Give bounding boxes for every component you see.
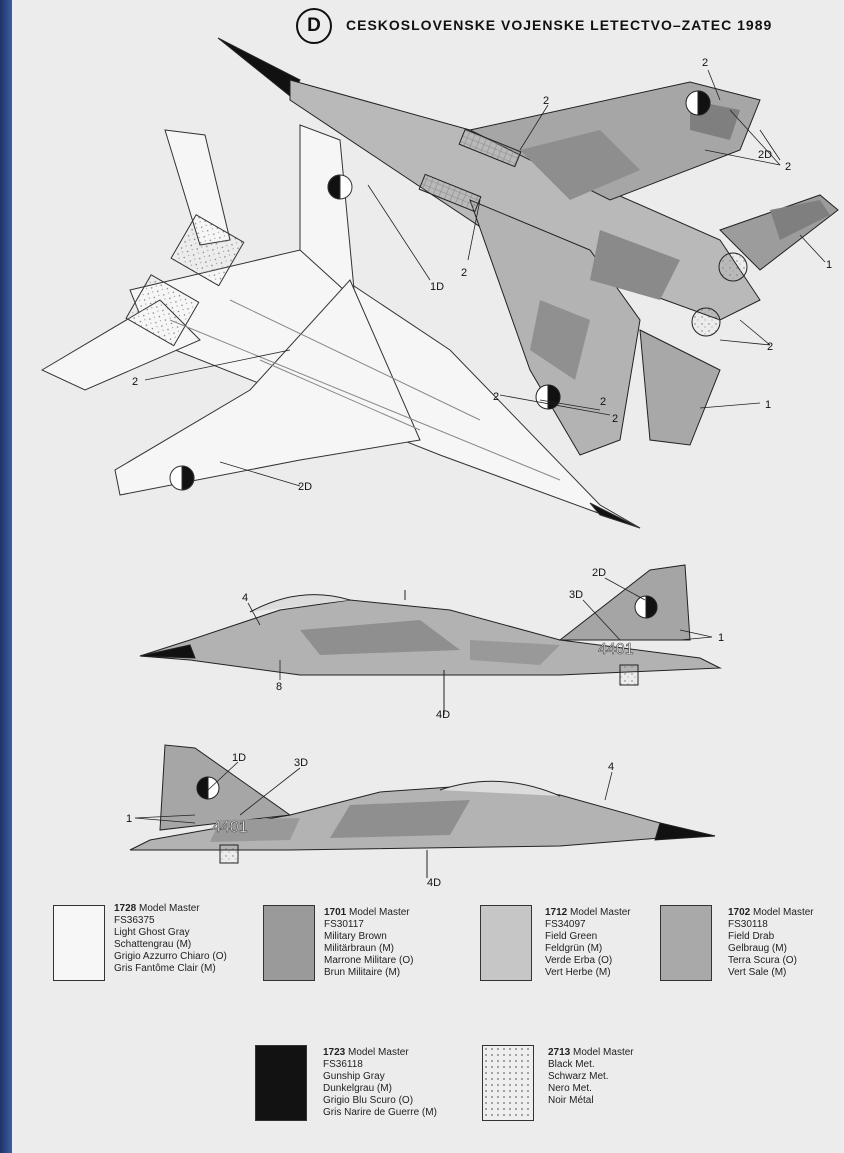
callout-label: 4 (242, 592, 248, 604)
sheet-header: D CESKOSLOVENSKE VOJENSKE LETECTVO–ZATEC… (296, 8, 816, 48)
callout-label: 2D (758, 149, 772, 161)
callout-label: 1D (430, 281, 444, 293)
legend-item: 1723 Model Master FS36118 Gunship Gray D… (323, 1047, 437, 1118)
top-leader-lines (144, 69, 826, 487)
callout-label: 1D (232, 752, 246, 764)
callout-label: 2 (132, 376, 138, 388)
legend-item: 1712 Model Master FS34097 Field Green Fe… (545, 907, 631, 978)
callout-label: 2 (612, 413, 618, 425)
side-view-left-aircraft (139, 564, 722, 715)
swatch-gunship-gray (255, 1045, 307, 1121)
swatch-black-metallic (482, 1045, 534, 1121)
callout-label: 8 (276, 681, 282, 693)
callout-label: 1 (826, 259, 832, 271)
callout-label: 2 (702, 57, 708, 69)
callout-label: 4D (436, 709, 450, 721)
callout-label: 4D (427, 877, 441, 889)
bottom-view-aircraft (40, 124, 641, 529)
tail-number: 4401 (212, 819, 248, 836)
top-callouts: 2 2 2D 2 1 2 1D 2 2 2 2 1 2 2D (132, 57, 832, 493)
legend-item: 1701 Model Master FS30117 Military Brown… (324, 907, 414, 978)
top-view-aircraft (217, 37, 839, 456)
scheme-badge: D (296, 8, 332, 44)
swatch-field-green (480, 905, 532, 981)
page-left-border (0, 0, 12, 1153)
callout-label: 2 (785, 161, 791, 173)
swatch-light-ghost-gray (53, 905, 105, 981)
scheme-title: CESKOSLOVENSKE VOJENSKE LETECTVO–ZATEC 1… (346, 17, 773, 33)
callout-label: 2 (767, 341, 773, 353)
legend-item: 2713 Model Master Black Met. Schwarz Met… (548, 1047, 634, 1106)
callout-label: 2 (461, 267, 467, 279)
tail-number: 4401 (598, 641, 634, 658)
callout-label: 2D (298, 481, 312, 493)
callout-label: 2 (493, 391, 499, 403)
callout-label: 4 (608, 761, 614, 773)
callout-label: 3D (569, 589, 583, 601)
callout-label: 3D (294, 757, 308, 769)
legend-item: 1702 Model Master FS30118 Field Drab Gel… (728, 907, 814, 978)
side-leader-lines (134, 577, 713, 824)
swatch-military-brown (263, 905, 315, 981)
callout-label: 2 (543, 95, 549, 107)
callout-label: 2D (592, 567, 606, 579)
side-callouts: 2D 3D 4 1 8 4D 1D 3D 4 1 4D 4401 4401 (126, 567, 724, 889)
swatch-field-drab (660, 905, 712, 981)
callout-label: 1 (765, 399, 771, 411)
callout-label: 2 (600, 396, 606, 408)
callout-label: 1 (718, 632, 724, 644)
callout-label: 1 (126, 813, 132, 825)
side-view-right-aircraft (129, 744, 716, 878)
legend-item: 1728 Model Master FS36375 Light Ghost Gr… (114, 903, 227, 974)
